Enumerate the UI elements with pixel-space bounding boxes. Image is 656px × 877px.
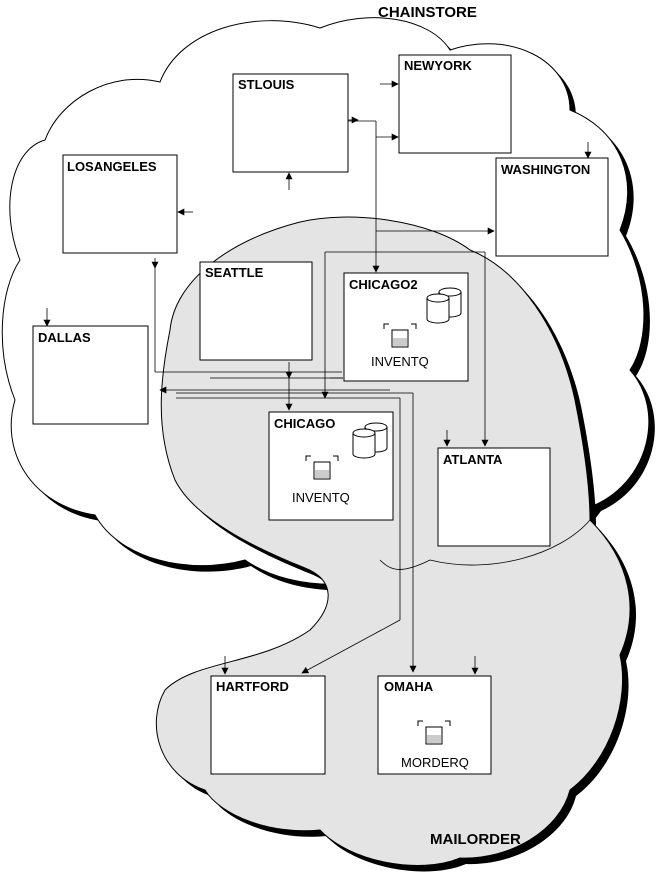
database-cylinders-icon (426, 287, 462, 324)
queue-tray-icon (383, 323, 417, 348)
queue-inventq-chicago: INVENTQ (292, 490, 350, 505)
qm-seattle: SEATTLE (199, 261, 313, 361)
qm-hartford-label: HARTFORD (216, 679, 289, 694)
qm-stlouis-label: STLOUIS (238, 77, 295, 92)
qm-seattle-label: SEATTLE (205, 265, 264, 280)
qm-newyork-label: NEWYORK (404, 58, 473, 73)
qm-omaha-label: OMAHA (384, 679, 434, 694)
qm-chicago: CHICAGO INVENTQ (268, 411, 394, 521)
qm-washington: WASHINGTON (495, 157, 609, 257)
qm-chicago2-label: CHICAGO2 (349, 277, 418, 292)
queue-inventq-chicago2: INVENTQ (371, 354, 429, 369)
queue-tray-icon (417, 720, 451, 745)
queue-morderq-omaha: MORDERQ (401, 755, 469, 770)
mailorder-label: MAILORDER (430, 831, 521, 848)
qm-atlanta: ATLANTA (437, 447, 551, 547)
database-cylinders-icon (352, 422, 388, 459)
qm-atlanta-label: ATLANTA (443, 452, 503, 467)
qm-newyork: NEWYORK (398, 54, 512, 154)
qm-hartford: HARTFORD (210, 675, 326, 775)
qm-chicago2: CHICAGO2 INVENTQ (343, 272, 469, 382)
channel-lines (43, 80, 592, 675)
chainstore-label: CHAINSTORE (378, 4, 477, 21)
qm-washington-label: WASHINGTON (501, 162, 590, 177)
qm-omaha: OMAHA MORDERQ (377, 675, 492, 775)
qm-stlouis: STLOUIS (232, 73, 349, 173)
queue-tray-icon (305, 455, 339, 480)
qm-chicago-label: CHICAGO (274, 416, 335, 431)
qm-losangeles: LOSANGELES (62, 154, 178, 254)
qm-dallas-label: DALLAS (38, 330, 91, 345)
qm-losangeles-label: LOSANGELES (67, 159, 157, 174)
qm-dallas: DALLAS (32, 325, 149, 425)
